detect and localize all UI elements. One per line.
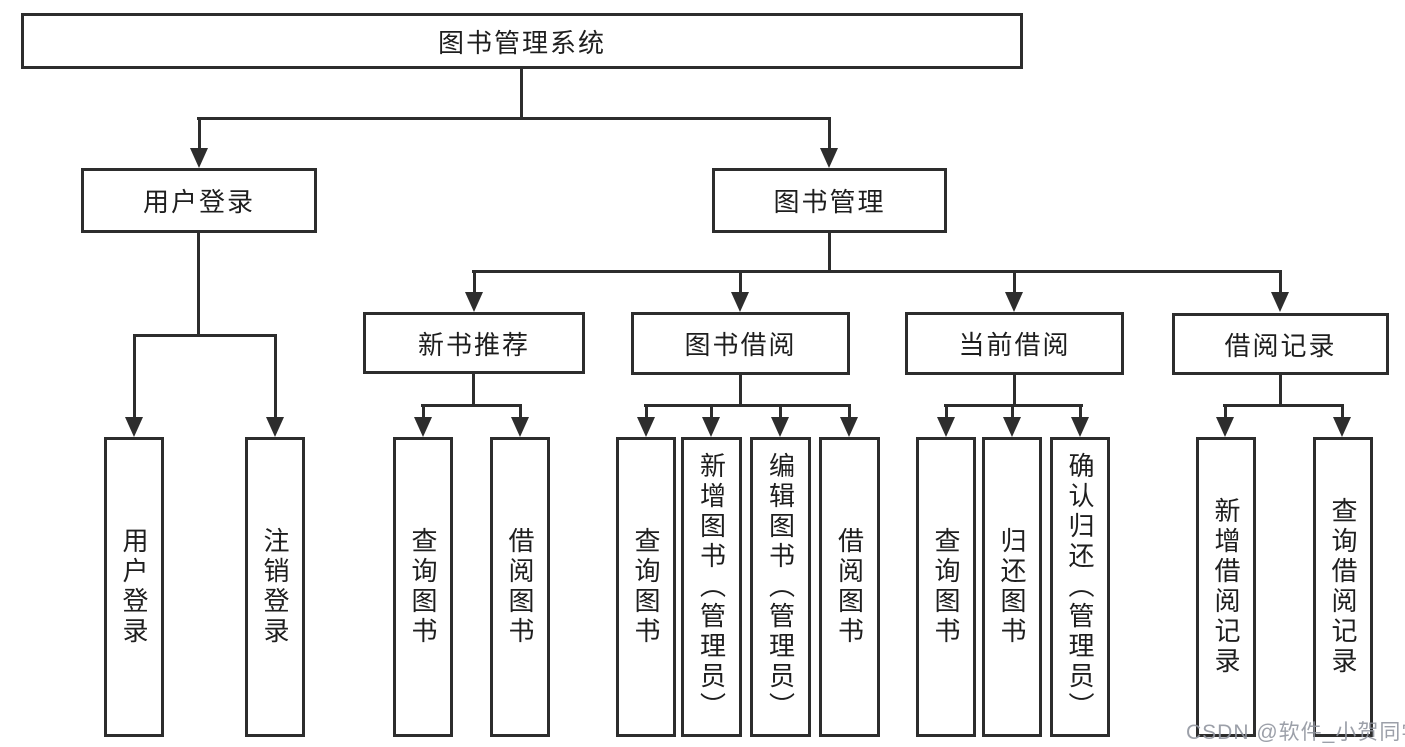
connector-user-login-stem	[197, 233, 200, 336]
arrow-down-icon	[125, 334, 143, 437]
node-label: 确认归还（管理员）	[1065, 452, 1095, 722]
node-label: 借阅图书	[505, 527, 535, 647]
connector-bar	[644, 404, 851, 407]
connector-level2-bar	[197, 117, 831, 120]
arrow-down-icon	[511, 404, 529, 437]
arrow-down-icon	[637, 404, 655, 437]
leaf-confirm-return-admin: 确认归还（管理员）	[1050, 437, 1110, 737]
node-label: 注销登录	[260, 527, 290, 647]
node-user-login-branch: 用户登录	[81, 168, 317, 233]
leaf-return-books: 归还图书	[982, 437, 1042, 737]
node-book-management-branch: 图书管理	[712, 168, 947, 233]
leaf-add-books-admin: 新增图书（管理员）	[681, 437, 742, 737]
arrow-down-icon	[465, 270, 483, 312]
node-label: 图书管理	[773, 187, 886, 217]
node-current-borrowing: 当前借阅	[905, 312, 1124, 375]
node-book-borrowing: 图书借阅	[631, 312, 850, 375]
leaf-borrow-books: 借阅图书	[819, 437, 880, 737]
leaf-query-books-recommend: 查询图书	[393, 437, 453, 737]
connector-user-login-bar	[133, 334, 277, 337]
node-label: 新增借阅记录	[1211, 497, 1241, 677]
arrow-down-icon	[1071, 404, 1089, 437]
arrow-down-icon	[731, 270, 749, 312]
node-borrowing-records: 借阅记录	[1172, 313, 1389, 375]
node-new-book-recommend: 新书推荐	[363, 312, 585, 374]
node-label: 用户登录	[119, 527, 149, 647]
node-label: 新书推荐	[417, 329, 530, 360]
arrow-down-icon	[702, 404, 720, 437]
arrow-down-icon	[414, 404, 432, 437]
node-label: 当前借阅	[958, 330, 1071, 360]
arrow-down-icon	[1005, 270, 1023, 312]
connector-book-management-stem	[828, 233, 831, 272]
leaf-query-borrow-record: 查询借阅记录	[1313, 437, 1373, 737]
leaf-user-login: 用户登录	[104, 437, 164, 737]
node-label: 借阅记录	[1224, 330, 1337, 361]
node-label: 借阅图书	[834, 527, 865, 647]
arrow-down-icon	[266, 334, 284, 437]
leaf-edit-books-admin: 编辑图书（管理员）	[750, 437, 811, 737]
connector-bar	[1223, 404, 1344, 407]
connector-bar	[421, 404, 522, 407]
connector-stem	[739, 375, 742, 406]
csdn-watermark: CSDN @软件_小贺同学	[1186, 721, 1405, 744]
leaf-logout: 注销登录	[245, 437, 305, 737]
node-label: 查询借阅记录	[1328, 497, 1358, 677]
node-label: 归还图书	[997, 527, 1027, 647]
connector-stem	[1279, 375, 1282, 406]
arrow-down-icon	[1003, 404, 1021, 437]
connector-stem	[1013, 375, 1016, 406]
node-label: 查询图书	[631, 527, 661, 647]
leaf-query-books-borrow: 查询图书	[616, 437, 676, 737]
arrow-down-icon	[1216, 404, 1234, 437]
connector-stem	[472, 374, 475, 406]
node-label: 用户登录	[142, 187, 255, 217]
node-label: 编辑图书（管理员）	[765, 452, 796, 722]
arrow-down-icon	[190, 117, 208, 168]
leaf-query-books-current: 查询图书	[916, 437, 976, 737]
node-label: 新增图书（管理员）	[696, 452, 727, 722]
node-library-management-system: 图书管理系统	[21, 13, 1023, 69]
arrow-down-icon	[820, 117, 838, 168]
arrow-down-icon	[937, 404, 955, 437]
connector-root-stem	[520, 69, 523, 119]
leaf-add-borrow-record: 新增借阅记录	[1196, 437, 1256, 737]
leaf-borrow-books-recommend: 借阅图书	[490, 437, 550, 737]
arrow-down-icon	[840, 404, 858, 437]
arrow-down-icon	[1271, 270, 1289, 312]
node-label: 图书管理系统	[437, 27, 606, 58]
node-label: 图书借阅	[684, 330, 797, 360]
connector-bar	[944, 404, 1083, 407]
arrow-down-icon	[1333, 404, 1351, 437]
node-label: 查询图书	[931, 527, 961, 647]
connector-level3-bar	[472, 270, 1282, 273]
node-label: 查询图书	[408, 527, 438, 647]
arrow-down-icon	[771, 404, 789, 437]
